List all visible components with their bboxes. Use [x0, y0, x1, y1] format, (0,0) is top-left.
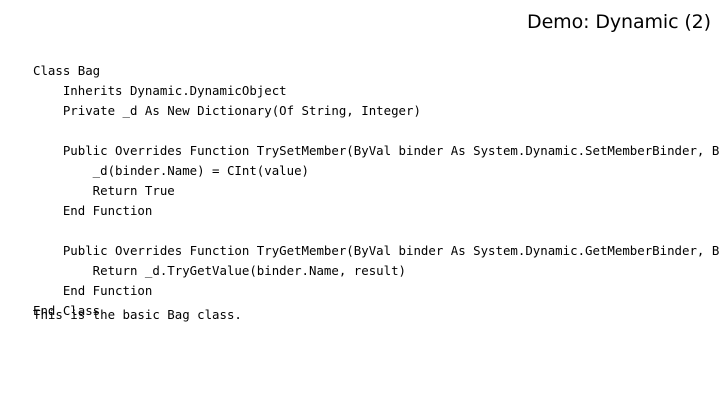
code-line: Inherits Dynamic.DynamicObject: [33, 83, 287, 98]
code-line: Class Bag: [33, 63, 101, 78]
code-line: End Class: [33, 303, 101, 318]
code-line-blank: [33, 221, 720, 241]
code-line: Public Overrides Function TryGetMember(B…: [62, 243, 720, 258]
code-line: End Function: [33, 203, 153, 218]
code-line: Return True: [33, 183, 175, 198]
code-line: Private _d As New Dictionary(Of String, …: [33, 103, 421, 118]
caption-text: This is the basic Bag class.: [33, 307, 242, 322]
code-block: Class Bag Inherits Dynamic.DynamicObject…: [33, 61, 720, 321]
code-line: End Function: [33, 283, 153, 298]
code-line-blank: [33, 121, 720, 141]
code-line: Return _d.TryGetValue(binder.Name, resul…: [33, 263, 406, 278]
code-line: Public Overrides Function TrySetMember(B…: [62, 143, 720, 158]
page-title: Demo: Dynamic (2): [527, 11, 711, 33]
code-line: _d(binder.Name) = CInt(value): [33, 163, 310, 178]
